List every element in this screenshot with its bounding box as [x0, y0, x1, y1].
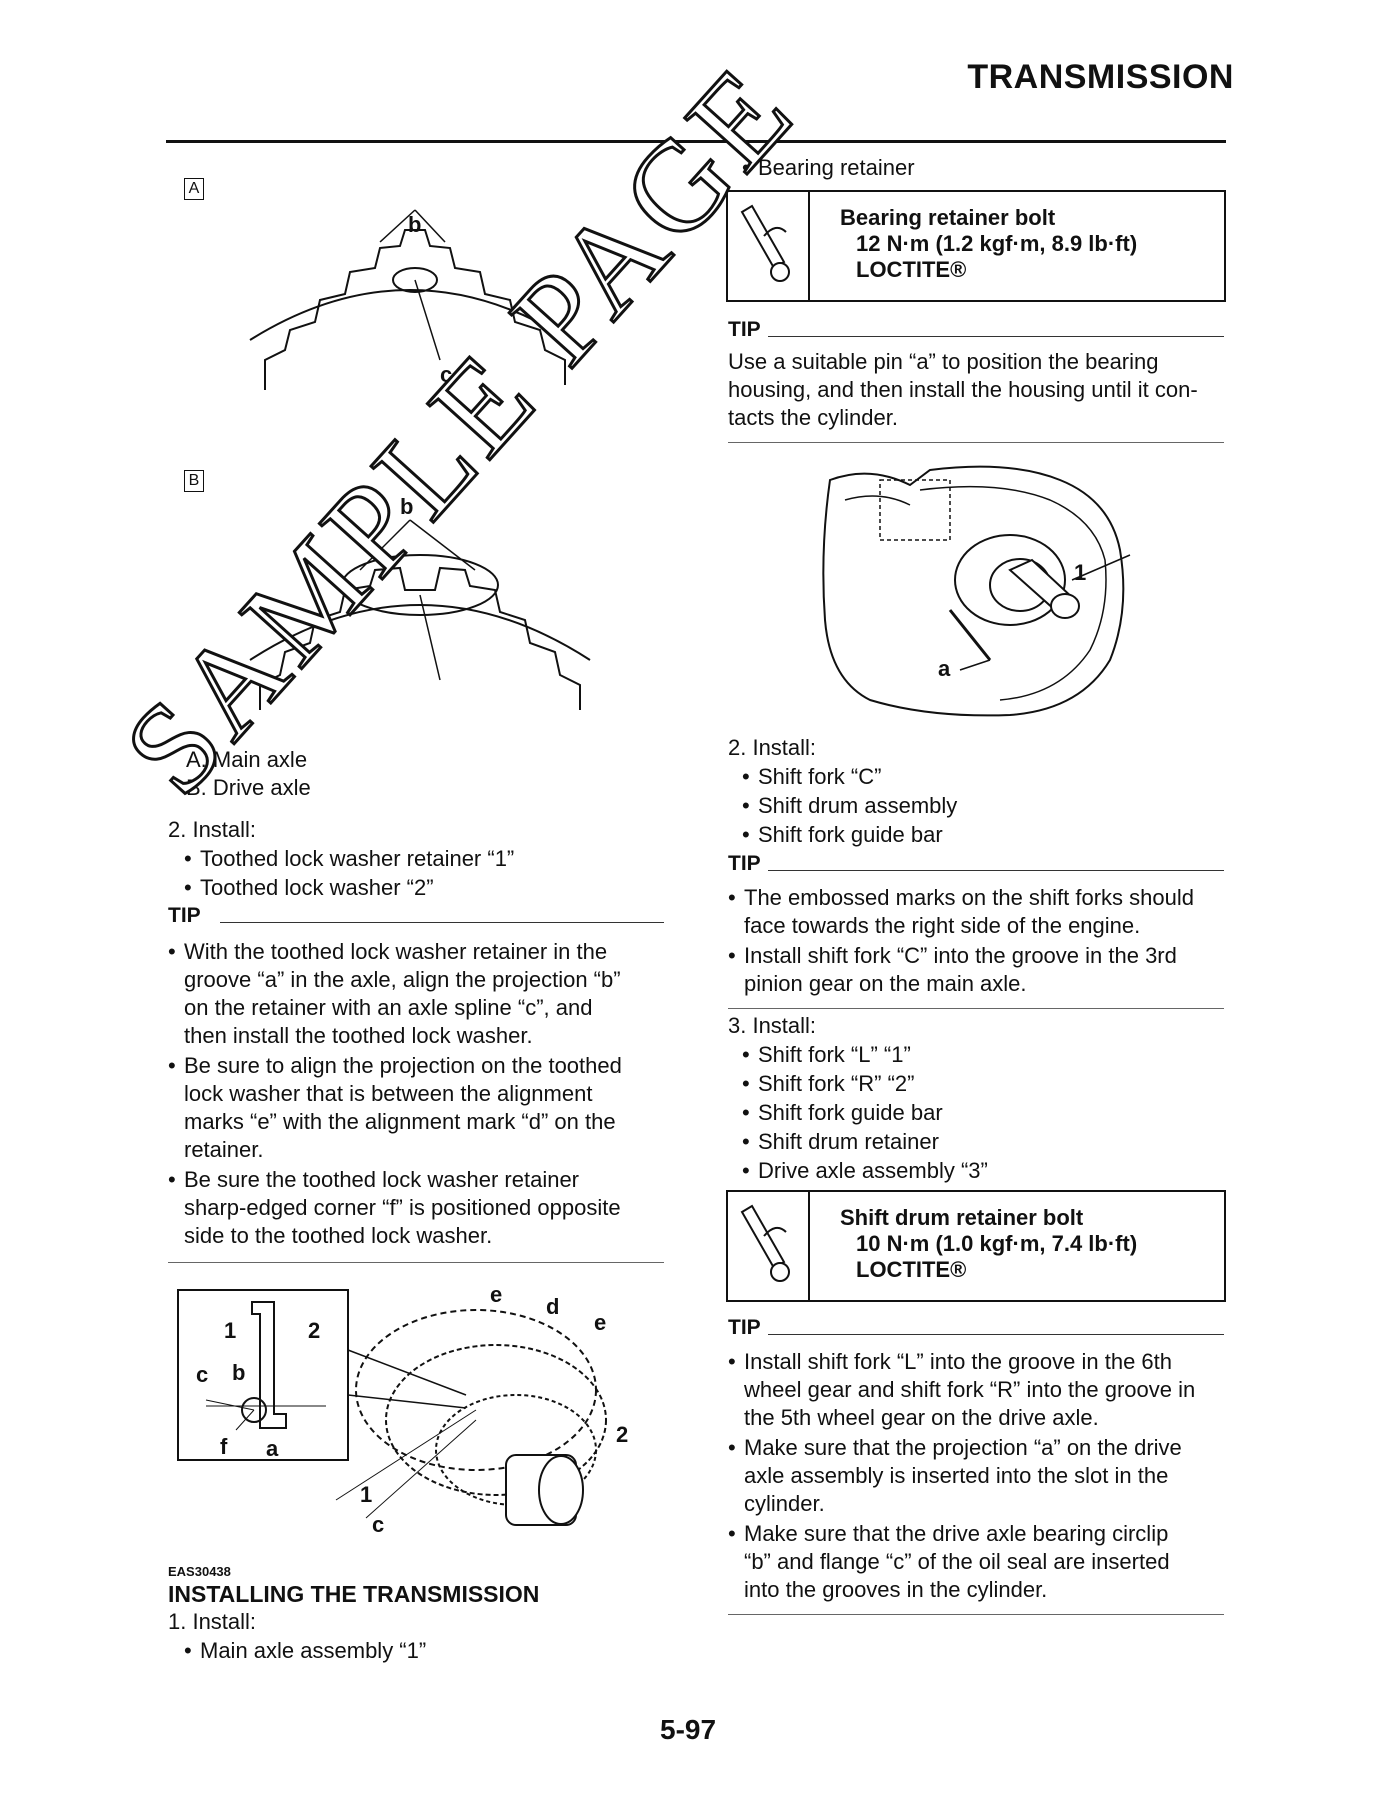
tip-bullet: •Be sure to align the projection on the …: [168, 1053, 622, 1162]
fig3-label-c: c: [372, 1512, 385, 1537]
figure-b-tag: B: [184, 470, 204, 492]
list-item: •Main axle assembly “1”: [184, 1638, 427, 1663]
tip-label: TIP: [728, 852, 761, 875]
tip-text: Use a suitable pin “a” to position the b…: [728, 349, 1198, 430]
tip-rule: [220, 922, 664, 923]
tip-label: TIP: [168, 904, 201, 927]
list-item: •Bearing retainer: [742, 155, 915, 180]
header-divider: [166, 140, 1226, 143]
list-item: •Toothed lock washer retainer “1”: [184, 846, 515, 871]
tip-bullet: •Be sure the toothed lock washer retaine…: [168, 1167, 621, 1248]
legend-drive-axle: B. Drive axle: [186, 775, 311, 800]
fig3-label-d: d: [546, 1294, 560, 1319]
tip-label: TIP: [728, 1316, 761, 1339]
tip-end-rule: [168, 1262, 664, 1263]
tip-rule: [768, 870, 1224, 871]
page-number: 5-97: [660, 1714, 717, 1745]
tip-bullet: •Make sure that the projection “a” on th…: [728, 1435, 1182, 1516]
right-step-3-title: 3. Install:: [728, 1013, 817, 1038]
fig3-label-b: b: [232, 1360, 246, 1385]
page-title: TRANSMISSION: [967, 58, 1234, 96]
fig3-label-c: c: [196, 1362, 209, 1387]
list-item: •Shift fork “R” “2”: [742, 1071, 915, 1096]
torque-spec-box: Shift drum retainer bolt 10 N·m (1.0 kgf…: [726, 1190, 1226, 1302]
fig3-label-a: a: [266, 1436, 279, 1461]
fig3-label-2: 2: [616, 1422, 629, 1447]
legend-main-axle: A. Main axle: [186, 747, 308, 772]
list-item: •Toothed lock washer “2”: [184, 875, 434, 900]
fig3-label-2: 2: [308, 1318, 321, 1343]
tip-end-rule: [728, 1008, 1224, 1009]
fig3-label-e: e: [594, 1310, 607, 1335]
tip-rule: [768, 336, 1224, 337]
figure-a-tag: A: [184, 178, 204, 200]
list-item: •Shift fork “L” “1”: [742, 1042, 911, 1067]
figure-b-label-b: b: [400, 494, 414, 519]
fig3-label-1: 1: [360, 1482, 373, 1507]
figure-b-drive-axle-diagram: [249, 519, 591, 710]
left-step-1-title: 1. Install:: [168, 1609, 257, 1634]
torque-value: 10 N·m (1.0 kgf·m, 7.4 lb·ft): [856, 1231, 1138, 1256]
fig3-label-1: 1: [224, 1318, 237, 1343]
list-item: •Drive axle assembly “3”: [742, 1158, 988, 1183]
list-item: •Shift fork guide bar: [742, 1100, 943, 1125]
list-item: •Shift fork “C”: [742, 764, 882, 789]
figure-a-label-c: c: [440, 362, 453, 387]
tip-bullet: •With the toothed lock washer retainer i…: [168, 939, 621, 1048]
tip-label: TIP: [728, 318, 761, 341]
torque-title: Bearing retainer bolt: [840, 205, 1056, 230]
torque-spec-box: Bearing retainer bolt 12 N·m (1.2 kgf·m,…: [726, 190, 1226, 302]
section-code: EAS30438: [168, 1564, 231, 1579]
fig3-label-e: e: [490, 1282, 503, 1307]
lock-washer-gear-diagram: [177, 1289, 607, 1526]
tip-rule: [768, 1334, 1224, 1335]
torque-title: Shift drum retainer bolt: [840, 1205, 1084, 1230]
tip-bullet: •Install shift fork “L” into the groove …: [728, 1349, 1196, 1430]
torque-wrench-icon: [728, 1192, 810, 1300]
torque-value: 12 N·m (1.2 kgf·m, 8.9 lb·ft): [856, 231, 1138, 256]
fig3-label-f: f: [220, 1434, 228, 1459]
tip-bullet: •The embossed marks on the shift forks s…: [728, 885, 1194, 938]
right-step-2-title: 2. Install:: [728, 735, 817, 760]
bearing-housing-diagram: [822, 465, 1131, 717]
torque-note: LOCTITE®: [856, 257, 967, 282]
left-step-2-title: 2. Install:: [168, 817, 257, 842]
list-item: •Shift drum assembly: [742, 793, 958, 818]
figure-a-main-axle-diagram: [249, 209, 571, 390]
tip-end-rule: [728, 442, 1224, 443]
tip-end-rule: [728, 1614, 1224, 1615]
tip-bullet: •Make sure that the drive axle bearing c…: [728, 1521, 1170, 1602]
tip-bullet: •Install shift fork “C” into the groove …: [728, 943, 1177, 996]
torque-wrench-icon: [728, 192, 810, 300]
fig4-label-1: 1: [1074, 560, 1087, 585]
list-item: •Shift drum retainer: [742, 1129, 939, 1154]
fig4-label-a: a: [938, 656, 951, 681]
list-item: •Shift fork guide bar: [742, 822, 943, 847]
section-title: INSTALLING THE TRANSMISSION: [168, 1581, 540, 1607]
figure-a-label-b: b: [408, 212, 422, 237]
torque-note: LOCTITE®: [856, 1257, 967, 1282]
